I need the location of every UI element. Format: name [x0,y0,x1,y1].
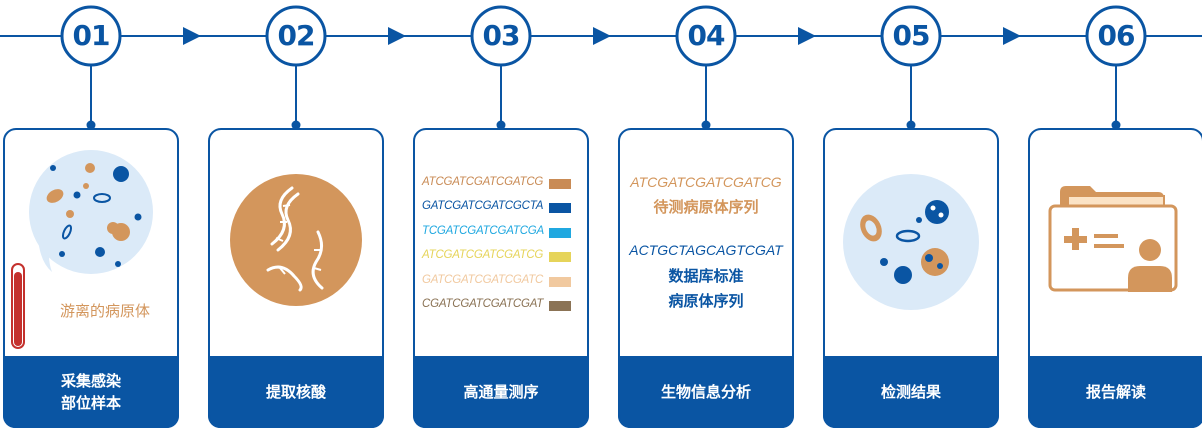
query-sequence-label: 待测病原体序列 [653,198,759,216]
sequence-color-swatch [549,179,571,189]
report-folder-icon [1048,186,1178,292]
arrow-icon [1003,27,1021,45]
sequence-text: GATCGATCGATCGCTA [422,200,544,213]
dna-icon [230,174,362,306]
step-label-line: 部位样本 [60,394,121,412]
sequence-text: ATCGATCGATCGATCG [422,249,544,262]
step-label: 检测结果 [880,383,941,401]
step-label: 生物信息分析 [660,383,751,401]
arrow-icon [593,27,611,45]
free-pathogen-caption: 游离的病原体 [59,302,150,320]
step-label: 提取核酸 [265,383,326,401]
step-marker [470,5,532,130]
sequence-text: GATCGATCGATCGATC [422,273,544,286]
step-number: 05 [892,19,931,52]
step-card [413,128,589,428]
sequence-color-swatch [549,227,571,238]
sequence-color-swatch [549,252,571,263]
step-label: 高通量测序 [463,383,539,401]
pathogen-bubble-icon [11,150,153,349]
reference-sequence-label: 病原体序列 [668,292,744,310]
step-number: 04 [687,19,726,52]
step-marker [60,5,122,130]
step-number: 06 [1097,19,1136,52]
reference-sequence: ACTGCTAGCAGTCGAT [629,242,783,258]
pathogen-result-icon [843,174,979,310]
step-number: 01 [72,19,111,52]
sequence-color-swatch [549,203,571,214]
arrow-icon [388,27,406,45]
sequence-text: TCGATCGATCGATCGA [422,224,545,237]
step-marker [675,5,737,130]
query-sequence: ATCGATCGATCGATCG [630,174,782,190]
arrow-icon [183,27,201,45]
sequence-text: CGATCGATCGATCGAT [422,298,544,310]
step-number: 02 [277,19,316,52]
step-card [618,128,794,428]
sequence-color-swatch [549,276,571,287]
step-marker [1085,5,1147,130]
reference-sequence-label: 数据库标准 [668,267,744,285]
step-marker [265,5,327,130]
step-number: 03 [482,19,521,52]
step-marker [880,5,942,130]
step-label: 采集感染 部位样本 [3,370,179,414]
arrow-icon [798,27,816,45]
step-label-line: 采集感染 [60,372,121,390]
step-label: 报告解读 [1085,383,1146,401]
sequence-color-swatch [549,301,571,311]
sequence-text: ATCGATCGATCGATCG [422,176,544,188]
